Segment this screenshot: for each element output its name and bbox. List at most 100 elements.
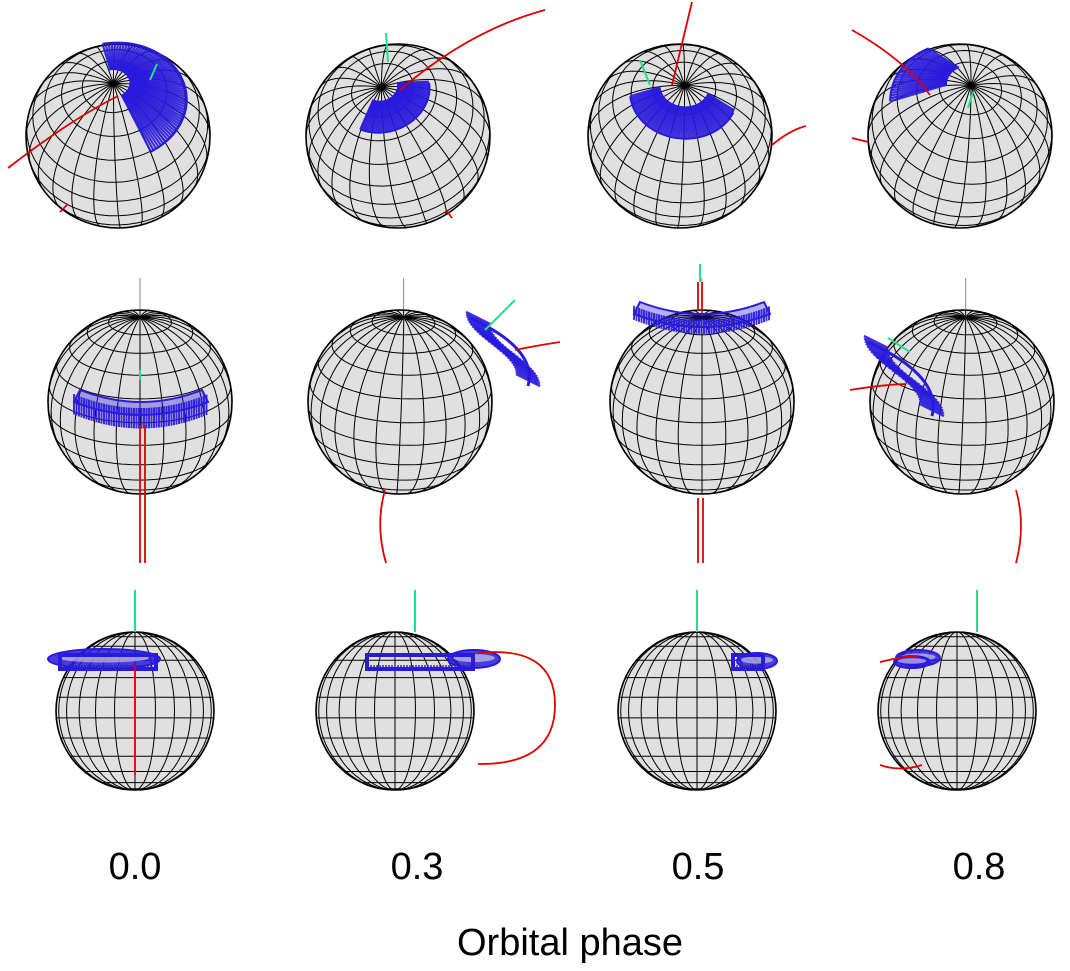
field-line [851,29,931,96]
longitude-line [394,631,436,791]
longitude-line [383,310,404,318]
longitude-line [310,316,404,456]
spot-strip [643,98,668,124]
spot-strip [469,322,495,337]
longitude-line [701,316,768,489]
longitude-line [932,312,966,318]
spot-strip [655,102,674,133]
longitude-line [50,316,141,453]
spot-strip [666,104,679,137]
spot-strip [690,105,702,138]
longitude-line [915,316,966,492]
longitude-line [970,47,986,86]
spot-strip [654,102,673,132]
longitude-line [642,50,686,86]
spot-strip [889,82,948,100]
longitude-line [120,311,141,318]
field-line [7,95,119,169]
longitude-line [893,85,972,205]
longitude-line [62,316,141,352]
longitude-line [307,316,404,406]
longitude-line [139,314,192,327]
longitude-line [954,85,972,228]
longitude-line [888,631,958,791]
longitude-line [696,631,774,791]
spot-rectangle [58,653,158,671]
longitude-line [112,83,121,229]
spot-outline [102,41,188,153]
longitude-line [381,57,453,88]
longitude-line [139,316,230,453]
longitude-line [970,75,1037,86]
longitude-line [134,631,204,791]
spot-strip [700,100,723,128]
field-line [849,383,906,391]
field-line [477,651,556,765]
longitude-line [47,316,141,403]
longitude-line [324,315,404,350]
longitude-line [701,310,711,318]
latitude-line [598,61,766,185]
spin-axis [149,63,158,81]
latitude-line [879,356,1048,400]
longitude-line [936,631,958,791]
field-line [671,1,693,86]
longitude-line [682,43,686,86]
longitude-line [28,83,114,163]
spot-strip [646,99,669,127]
longitude-line [676,631,698,791]
spot-strip [706,92,735,112]
longitude-line [95,46,114,84]
longitude-line [684,84,773,135]
spot-strip [691,105,704,137]
spot-strip [468,320,494,335]
field-line [851,137,869,143]
field-line [379,489,387,564]
longitude-line [965,316,1052,456]
longitude-line [318,631,396,791]
longitude-line [956,631,998,791]
field-line [879,655,919,663]
longitude-line [966,43,972,86]
spin-axis [484,299,516,331]
longitude-line [78,631,136,791]
latitude-line [618,359,786,400]
longitude-line [394,631,472,791]
longitude-line [912,85,972,217]
spot-strip [700,100,722,129]
longitude-line [970,84,1053,134]
longitude-line [381,68,473,88]
longitude-line [88,314,141,327]
spot-strip [685,106,690,139]
spot-strip [684,106,688,139]
star-panel [47,590,215,791]
longitude-line [970,84,1041,188]
spot-strip [107,42,114,71]
longitude-line [309,85,382,109]
longitude-line [684,53,723,86]
star-panel [587,1,807,229]
longitude-line [77,52,114,84]
longitude-line [965,317,1009,494]
latitude-line [869,405,1054,446]
longitude-line [886,315,966,350]
spot-strip [680,106,685,139]
longitude-line [945,310,966,318]
longitude-line [896,316,966,488]
spot-outline [469,316,531,387]
spot-strip [645,99,669,126]
spot-strip [668,105,680,138]
longitude-line [872,316,966,456]
spot-strip [692,104,706,137]
spot-strip [703,97,729,122]
longitude-line [319,316,404,477]
longitude-line [957,309,967,318]
longitude-line [622,59,685,86]
spot-strip [104,43,113,71]
longitude-line [696,631,718,791]
longitude-line [946,44,972,86]
longitude-line [684,62,739,86]
spot-strip [634,93,664,113]
longitude-line [30,80,114,107]
longitude-line [59,61,114,84]
